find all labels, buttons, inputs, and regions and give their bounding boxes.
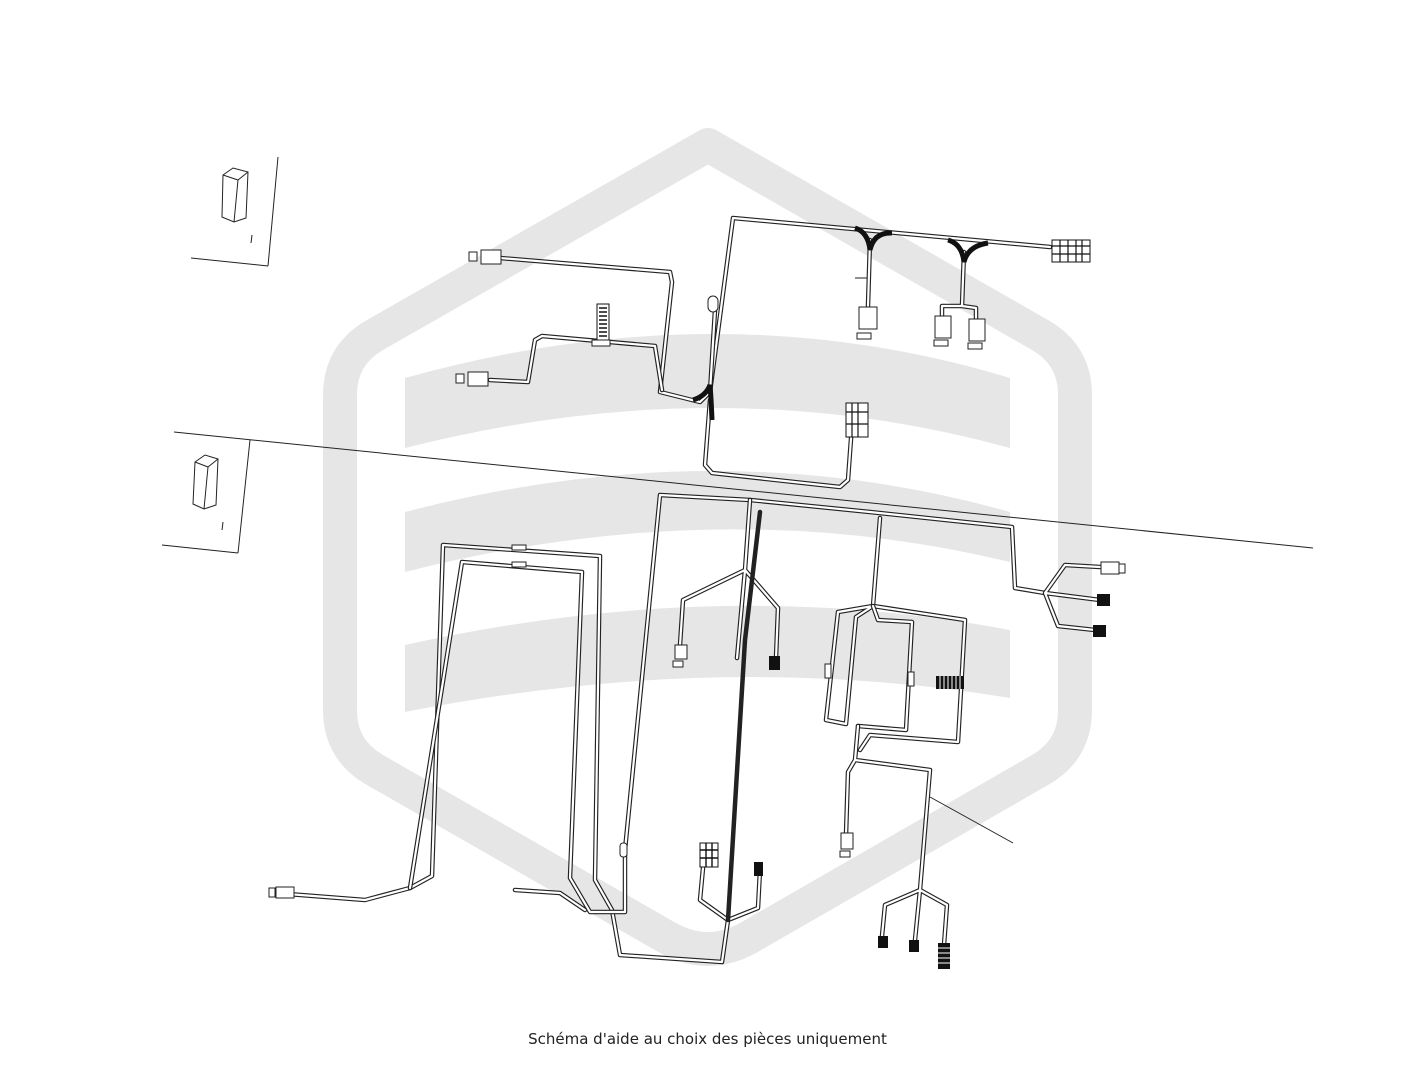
lower-harness	[272, 492, 1103, 965]
vehicle-orientation-icon-top	[190, 156, 279, 267]
reference-lines	[173, 277, 1314, 844]
diagram-caption: Schéma d'aide au choix des pièces unique…	[528, 1030, 887, 1048]
vehicle-orientation-icon-bottom	[161, 439, 251, 554]
lower-connectors	[268, 544, 1126, 969]
upper-harness	[487, 215, 1053, 490]
upper-connectors	[455, 239, 1091, 438]
